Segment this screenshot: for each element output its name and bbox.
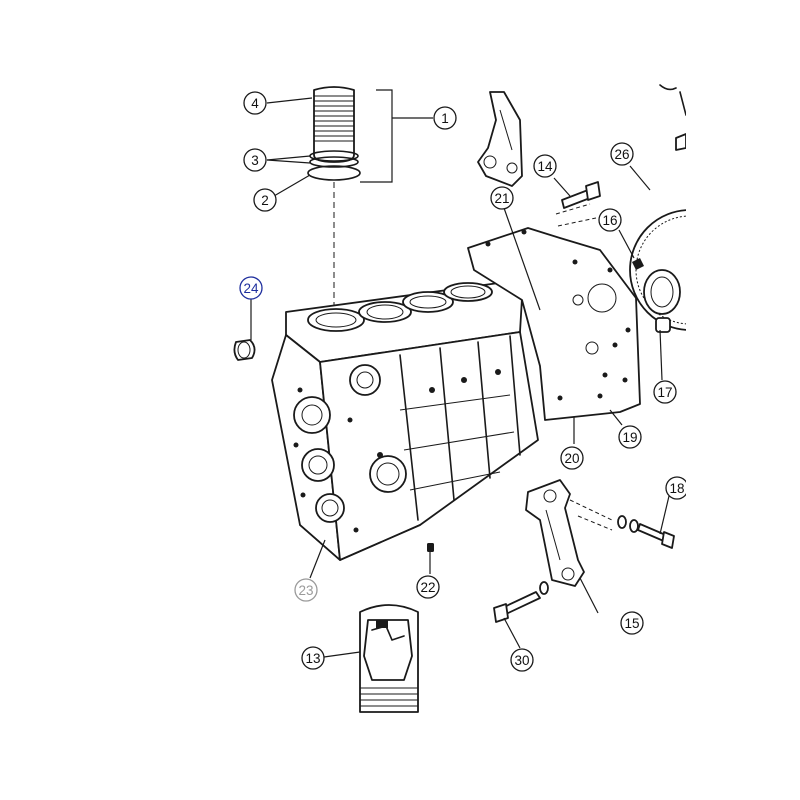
svg-text:24: 24: [243, 281, 259, 296]
callout-24: 24: [239, 276, 263, 300]
svg-text:23: 23: [298, 583, 313, 598]
callout-1: 1: [433, 106, 457, 130]
svg-text:1: 1: [441, 111, 449, 126]
drain-plug: [427, 543, 434, 574]
callout-30: 30: [510, 648, 534, 672]
svg-text:19: 19: [622, 430, 637, 445]
callout-16: 16: [598, 208, 622, 232]
callout-23: 23: [294, 578, 318, 602]
callout-14: 14: [533, 154, 557, 178]
svg-text:15: 15: [624, 616, 639, 631]
svg-text:13: 13: [305, 651, 320, 666]
callout-4: 4: [243, 91, 267, 115]
liner-ribs: [314, 95, 354, 142]
svg-text:3: 3: [251, 153, 259, 168]
mount-bolt-upper: [617, 515, 675, 549]
svg-text:2: 2: [261, 193, 269, 208]
callout-19: 19: [618, 425, 642, 449]
svg-text:20: 20: [564, 451, 579, 466]
callout-3: 3: [243, 148, 267, 172]
leader-lines: [250, 97, 670, 658]
mount-bolt-lower: [493, 581, 549, 623]
cylinder-liner-assembly: [307, 86, 433, 305]
svg-text:14: 14: [537, 159, 553, 174]
plate-bolt: [555, 181, 601, 227]
svg-text:16: 16: [602, 213, 617, 228]
engine-block: [271, 281, 539, 561]
callout-21: 21: [490, 186, 514, 210]
svg-text:17: 17: [657, 385, 672, 400]
callout-15: 15: [620, 611, 644, 635]
lower-mount-bracket: [525, 479, 613, 587]
upper-mount-bracket: [477, 91, 523, 187]
callout-2: 2: [253, 188, 277, 212]
callout-18: 18: [665, 476, 686, 500]
svg-text:18: 18: [669, 481, 684, 496]
callout-17: 17: [653, 380, 677, 404]
rear-adapter-plate: [467, 227, 641, 421]
callout-20: 20: [560, 446, 584, 470]
callout-13: 13: [301, 646, 325, 670]
callout-26: 26: [610, 142, 634, 166]
flywheel-assembly: [629, 84, 686, 333]
svg-text:22: 22: [420, 580, 435, 595]
svg-text:4: 4: [251, 96, 259, 111]
svg-text:21: 21: [494, 191, 509, 206]
liner-sleeve: [359, 604, 419, 713]
callout-22: 22: [416, 575, 440, 599]
svg-text:26: 26: [614, 147, 629, 162]
core-plug: [233, 339, 256, 361]
svg-text:30: 30: [514, 653, 529, 668]
